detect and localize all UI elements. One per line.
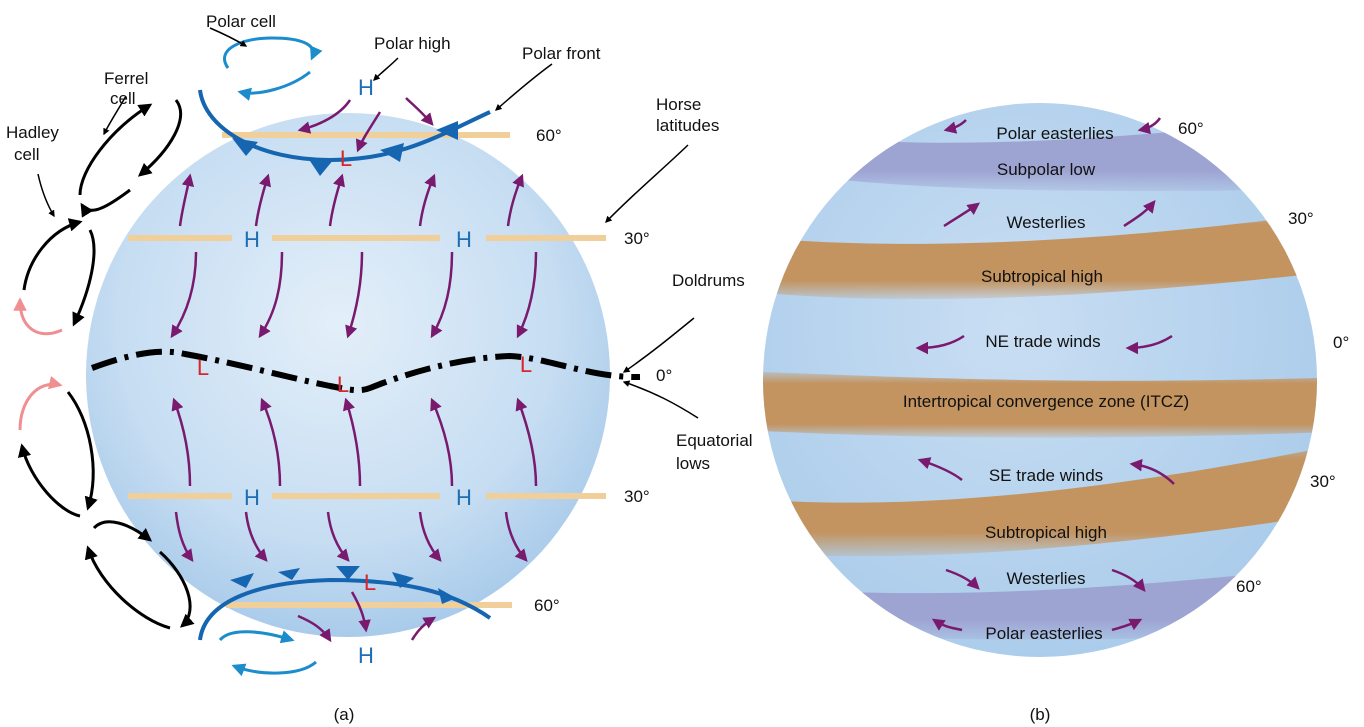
lat-a-north-60: 60°	[536, 126, 562, 145]
zone-polar-easterlies-south: Polar easterlies	[985, 624, 1102, 643]
polar-front-north	[198, 89, 491, 176]
ferrel-cell-label-2: cell	[110, 89, 136, 108]
high-north-30-left: H	[244, 227, 260, 252]
equatorial-lows-label-2: lows	[676, 454, 710, 473]
high-south-pole: H	[358, 643, 374, 668]
band-itcz	[763, 370, 1317, 438]
circulation-cells	[13, 36, 323, 677]
horse-latitudes-label-1: Horse	[656, 95, 701, 114]
band-subtropical-south	[763, 436, 1317, 557]
polar-high-label: Polar high	[374, 34, 451, 53]
high-south-30-right: H	[456, 485, 472, 510]
hadley-cell-label-1: Hadley	[6, 123, 59, 142]
hadley-cell-south	[17, 376, 98, 518]
equatorial-low-line	[90, 348, 641, 394]
lat-b-south-60: 60°	[1236, 577, 1262, 596]
low-polar-front-north: L	[340, 146, 352, 171]
low-equator-center: L	[337, 372, 349, 397]
polar-front-label: Polar front	[522, 44, 601, 63]
lat-b-south-30: 30°	[1310, 472, 1336, 491]
lat-a-north-30: 30°	[624, 229, 650, 248]
panel-a: H H H H H H L L L L L	[6, 12, 753, 724]
high-south-30-left: H	[244, 485, 260, 510]
polar-front-south	[198, 566, 492, 641]
polar-cell-north	[223, 36, 323, 101]
zone-ne-trade-winds: NE trade winds	[985, 332, 1100, 351]
lat-a-south-30: 30°	[624, 487, 650, 506]
polar-cell-label: Polar cell	[206, 12, 276, 31]
lat-a-south-60: 60°	[534, 596, 560, 615]
ferrel-cell-south	[84, 520, 195, 630]
labels-a: Polar cell Polar high Polar front Ferrel…	[6, 12, 753, 724]
zone-westerlies-north: Westerlies	[1006, 213, 1085, 232]
zone-subtropical-high-north: Subtropical high	[981, 267, 1103, 286]
pressure-lows-a: L L L L L	[197, 146, 532, 595]
low-equator-left: L	[197, 355, 209, 380]
lat-b-equator: 0°	[1333, 333, 1349, 352]
lat-a-equator: 0°	[656, 366, 672, 385]
caption-b: (b)	[1030, 705, 1051, 724]
pressure-highs-a: H H H H H H	[244, 75, 472, 668]
zone-subpolar-low: Subpolar low	[997, 160, 1096, 179]
wind-arrows-a	[170, 97, 538, 643]
low-equator-right: L	[520, 352, 532, 377]
zone-westerlies-south: Westerlies	[1006, 569, 1085, 588]
caption-a: (a)	[334, 705, 355, 724]
high-north-30-right: H	[456, 227, 472, 252]
band-subtropical-north	[763, 206, 1317, 300]
zone-subtropical-high-south: Subtropical high	[985, 523, 1107, 542]
lat-b-north-30: 30°	[1288, 209, 1314, 228]
horse-latitudes-label-2: latitudes	[656, 116, 719, 135]
zone-polar-easterlies-north: Polar easterlies	[996, 124, 1113, 143]
hadley-cell-label-2: cell	[14, 145, 40, 164]
zone-se-trade-winds: SE trade winds	[989, 466, 1103, 485]
globe-a	[86, 113, 610, 637]
doldrums-label: Doldrums	[672, 271, 745, 290]
wind-arrows-b	[915, 117, 1175, 632]
label-pointers-a	[37, 27, 699, 419]
hadley-cell-north	[13, 218, 96, 336]
high-north-pole: H	[358, 75, 374, 100]
panel-b: Polar easterlies Subpolar low Westerlies…	[763, 103, 1350, 724]
labels-b: Polar easterlies Subpolar low Westerlies…	[903, 124, 1189, 643]
zone-itcz: Intertropical convergence zone (ITCZ)	[903, 392, 1189, 411]
polar-cell-south	[218, 630, 317, 677]
ferrel-cell-label-1: Ferrel	[104, 69, 148, 88]
latitude-labels-b: 60° 30° 0° 30° 60° (b)	[1030, 119, 1350, 724]
low-polar-front-south: L	[364, 570, 376, 595]
lat-b-north-60: 60°	[1178, 119, 1204, 138]
equatorial-lows-label-1: Equatorial	[676, 431, 753, 450]
ferrel-cell-north	[78, 99, 183, 218]
